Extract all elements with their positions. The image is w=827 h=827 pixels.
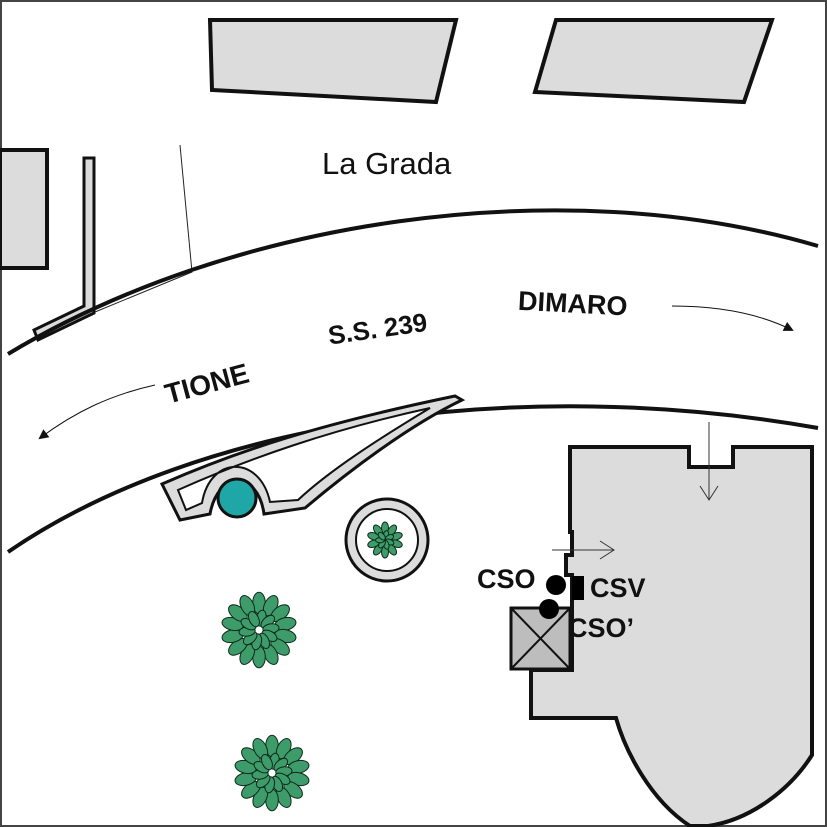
tree-leaf bbox=[247, 611, 260, 628]
arrow-icon bbox=[599, 540, 615, 560]
building-top-left bbox=[207, 18, 459, 105]
cso-prime-label: CSO’ bbox=[568, 613, 634, 643]
csv-label: CSV bbox=[590, 573, 646, 603]
tree-icon bbox=[234, 734, 310, 812]
cso-prime-marker bbox=[539, 599, 559, 619]
tree-icon bbox=[367, 521, 403, 559]
traffic-island-inner bbox=[176, 407, 431, 512]
csv-marker bbox=[572, 576, 584, 600]
arrow-icon bbox=[671, 305, 794, 331]
road-edge-north bbox=[6, 208, 819, 356]
tree-leaf bbox=[377, 531, 386, 541]
tree-icon bbox=[221, 591, 297, 669]
tree-leaf bbox=[260, 754, 273, 771]
arrow-icon bbox=[699, 485, 719, 501]
building-left bbox=[0, 148, 49, 270]
building-top-right bbox=[532, 18, 775, 105]
property-line bbox=[94, 144, 193, 313]
crossed-box bbox=[509, 606, 572, 671]
arrow-icon bbox=[38, 384, 156, 440]
direction-right-label: DIMARO bbox=[517, 286, 628, 322]
fountain-icon bbox=[216, 477, 258, 519]
place-label: La Grada bbox=[322, 146, 452, 181]
wall-left bbox=[32, 156, 96, 343]
cso-label: CSO bbox=[477, 564, 536, 594]
cso-marker bbox=[546, 575, 566, 595]
